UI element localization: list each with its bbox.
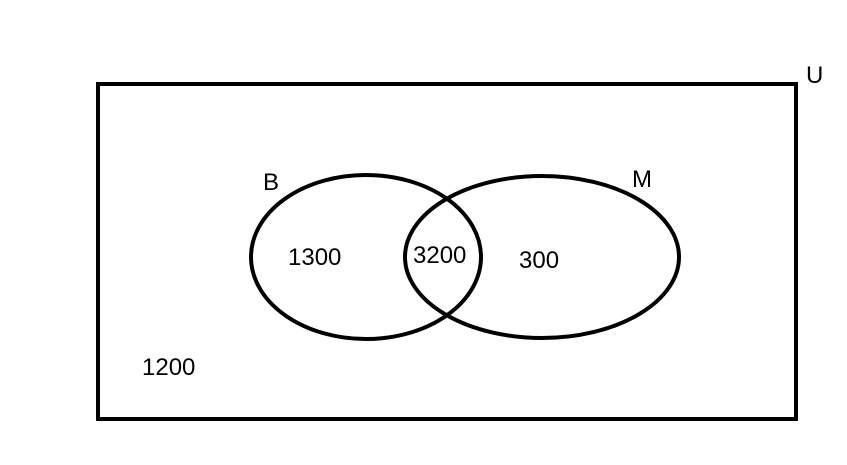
set-m-label: M [632,166,652,193]
set-b-ellipse [249,173,483,341]
outside-count: 1200 [142,354,195,381]
set-b-label: B [263,169,279,196]
set-m-ellipse [403,174,681,340]
set-b-only-count: 1300 [288,244,341,271]
universe-label: U [806,62,823,89]
intersection-count: 3200 [413,242,466,269]
set-m-only-count: 300 [519,247,559,274]
universe-rectangle [96,82,798,421]
